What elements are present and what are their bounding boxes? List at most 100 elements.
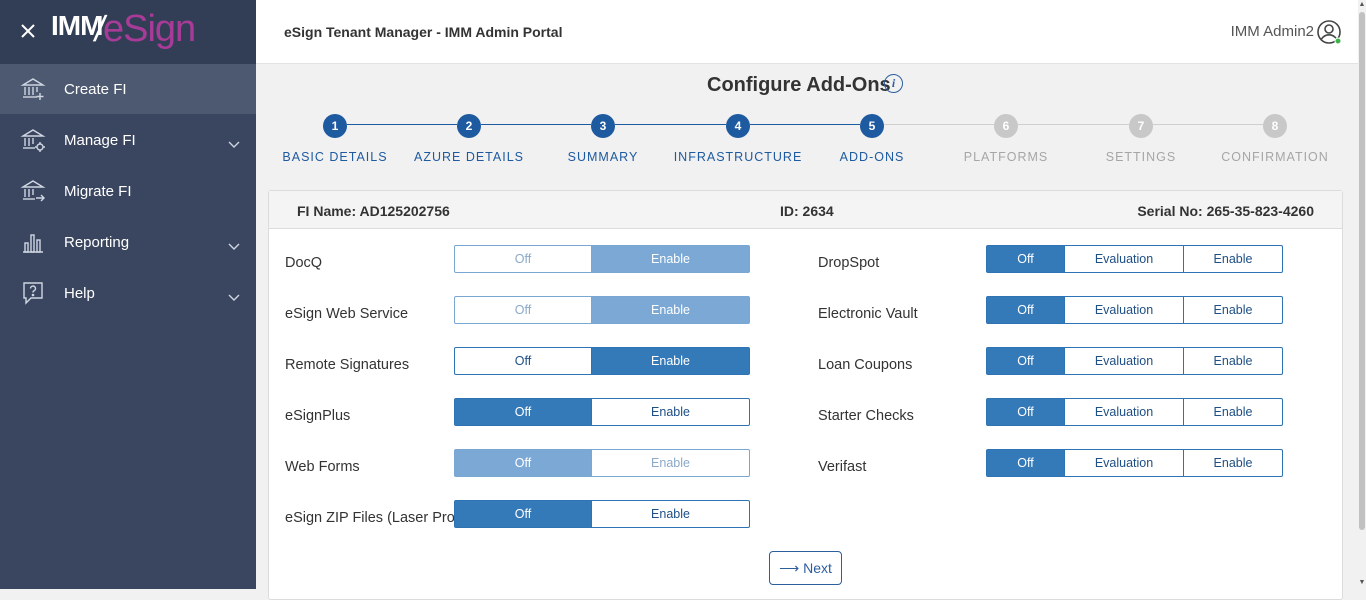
option-off[interactable]: Off: [455, 399, 592, 425]
step-4-number[interactable]: 4: [726, 114, 750, 138]
option-evaluation[interactable]: Evaluation: [1065, 246, 1184, 272]
sidebar-item-reporting[interactable]: Reporting: [0, 217, 256, 267]
sidebar-item-label: Migrate FI: [64, 182, 132, 200]
sidebar-item-manage-fi[interactable]: Manage FI: [0, 115, 256, 165]
chevron-down-icon: [228, 289, 240, 301]
step-4-label[interactable]: INFRASTRUCTURE: [673, 150, 803, 164]
sidebar-item-label: Manage FI: [64, 131, 136, 149]
sidebar-item-help[interactable]: Help: [0, 268, 256, 318]
option-evaluation[interactable]: Evaluation: [1065, 297, 1184, 323]
scroll-down-icon[interactable]: ▼: [1358, 579, 1366, 586]
step-6-label[interactable]: PLATFORMS: [963, 150, 1049, 164]
sidebar: IMM / eSign Create FI Manage FI Migrate …: [0, 0, 256, 589]
stepper-connector: [481, 124, 591, 125]
option-off[interactable]: Off: [987, 348, 1065, 374]
step-8-label[interactable]: CONFIRMATION: [1221, 150, 1329, 164]
option-enable[interactable]: Enable: [1213, 354, 1253, 368]
sidebar-item-label: Help: [64, 284, 95, 302]
step-5-label[interactable]: ADD-ONS: [839, 150, 905, 164]
scrollbar-thumb[interactable]: [1359, 12, 1365, 530]
option-enable[interactable]: Enable: [651, 507, 690, 521]
option-evaluation[interactable]: Evaluation: [1065, 450, 1184, 476]
chevron-down-icon: [228, 136, 240, 148]
option-enable[interactable]: Enable: [651, 456, 690, 470]
option-off[interactable]: Off: [987, 450, 1065, 476]
scroll-up-icon[interactable]: ▲: [1358, 1, 1366, 8]
option-off[interactable]: Off: [455, 297, 592, 323]
option-evaluation[interactable]: Evaluation: [1065, 399, 1184, 425]
stepper-connector: [615, 124, 726, 125]
option-enable[interactable]: Enable: [1213, 252, 1253, 266]
option-off[interactable]: Off: [987, 246, 1065, 272]
stepper-connector: [1018, 124, 1129, 125]
user-name[interactable]: IMM Admin2: [1230, 23, 1314, 40]
step-1-label[interactable]: BASIC DETAILS: [282, 150, 388, 164]
fi-id: ID: 2634: [780, 203, 834, 219]
option-enable[interactable]: Enable: [1213, 405, 1253, 419]
option-off[interactable]: Off: [455, 501, 592, 527]
addon-label-esignplus: eSignPlus: [285, 408, 351, 424]
option-off[interactable]: Off: [987, 297, 1065, 323]
step-3-number[interactable]: 3: [591, 114, 615, 138]
addon-toggle-web-forms[interactable]: Off Enable: [454, 449, 750, 477]
top-bar: eSign Tenant Manager - IMM Admin Portal …: [256, 0, 1358, 64]
step-2-label[interactable]: AZURE DETAILS: [413, 150, 524, 164]
help-icon: [20, 280, 46, 306]
sidebar-item-create-fi[interactable]: Create FI: [0, 64, 256, 114]
step-7-number[interactable]: 7: [1129, 114, 1153, 138]
sidebar-item-migrate-fi[interactable]: Migrate FI: [0, 166, 256, 216]
logo-bar: IMM / eSign: [0, 0, 256, 64]
bank-migrate-icon: [20, 178, 46, 204]
option-enable[interactable]: Enable: [1213, 303, 1253, 317]
stepper-connector: [750, 124, 860, 125]
bank-settings-icon: [20, 127, 46, 153]
next-button[interactable]: ⟶ Next: [769, 551, 842, 585]
addon-label-esign-zip-files-laser-pro: eSign ZIP Files (Laser Pro): [285, 510, 460, 526]
step-8-number[interactable]: 8: [1263, 114, 1287, 138]
sidebar-item-label: Reporting: [64, 233, 130, 251]
fi-name: FI Name: AD125202756: [297, 203, 450, 219]
option-off[interactable]: Off: [455, 246, 592, 272]
option-enable[interactable]: Enable: [592, 297, 749, 323]
logo-esign: eSign: [103, 8, 196, 50]
fi-summary-header: FI Name: AD125202756 ID: 2634 Serial No:…: [269, 191, 1342, 229]
option-enable[interactable]: Enable: [1213, 456, 1253, 470]
step-5-number[interactable]: 5: [860, 114, 884, 138]
sidebar-item-label: Create FI: [64, 80, 127, 98]
stepper-connector: [884, 124, 994, 125]
step-1-number[interactable]: 1: [323, 114, 347, 138]
option-off[interactable]: Off: [987, 399, 1065, 425]
info-icon[interactable]: i: [884, 74, 903, 93]
chevron-down-icon: [228, 238, 240, 250]
step-6-number[interactable]: 6: [994, 114, 1018, 138]
option-enable[interactable]: Enable: [592, 348, 749, 374]
bank-add-icon: [20, 76, 46, 102]
addon-label-loan-coupons: Loan Coupons: [818, 357, 913, 373]
addon-label-remote-signatures: Remote Signatures: [285, 357, 410, 373]
option-off[interactable]: Off: [455, 450, 592, 476]
addon-label-web-forms: Web Forms: [285, 459, 360, 475]
addon-label-starter-checks: Starter Checks: [818, 408, 914, 424]
addon-toggle-esignplus[interactable]: Off Enable: [454, 398, 750, 426]
option-enable[interactable]: Enable: [651, 405, 690, 419]
step-3-label[interactable]: SUMMARY: [567, 150, 639, 164]
option-off[interactable]: Off: [455, 348, 592, 374]
stepper-connector: [1153, 124, 1263, 125]
close-icon[interactable]: [19, 22, 37, 40]
step-2-number[interactable]: 2: [457, 114, 481, 138]
step-7-label[interactable]: SETTINGS: [1105, 150, 1177, 164]
stepper-connector: [347, 124, 457, 125]
option-enable[interactable]: Enable: [592, 246, 749, 272]
user-avatar-icon[interactable]: [1316, 19, 1342, 45]
addon-toggle-esign-zip-files-laser-pro[interactable]: Off Enable: [454, 500, 750, 528]
option-evaluation[interactable]: Evaluation: [1065, 348, 1184, 374]
